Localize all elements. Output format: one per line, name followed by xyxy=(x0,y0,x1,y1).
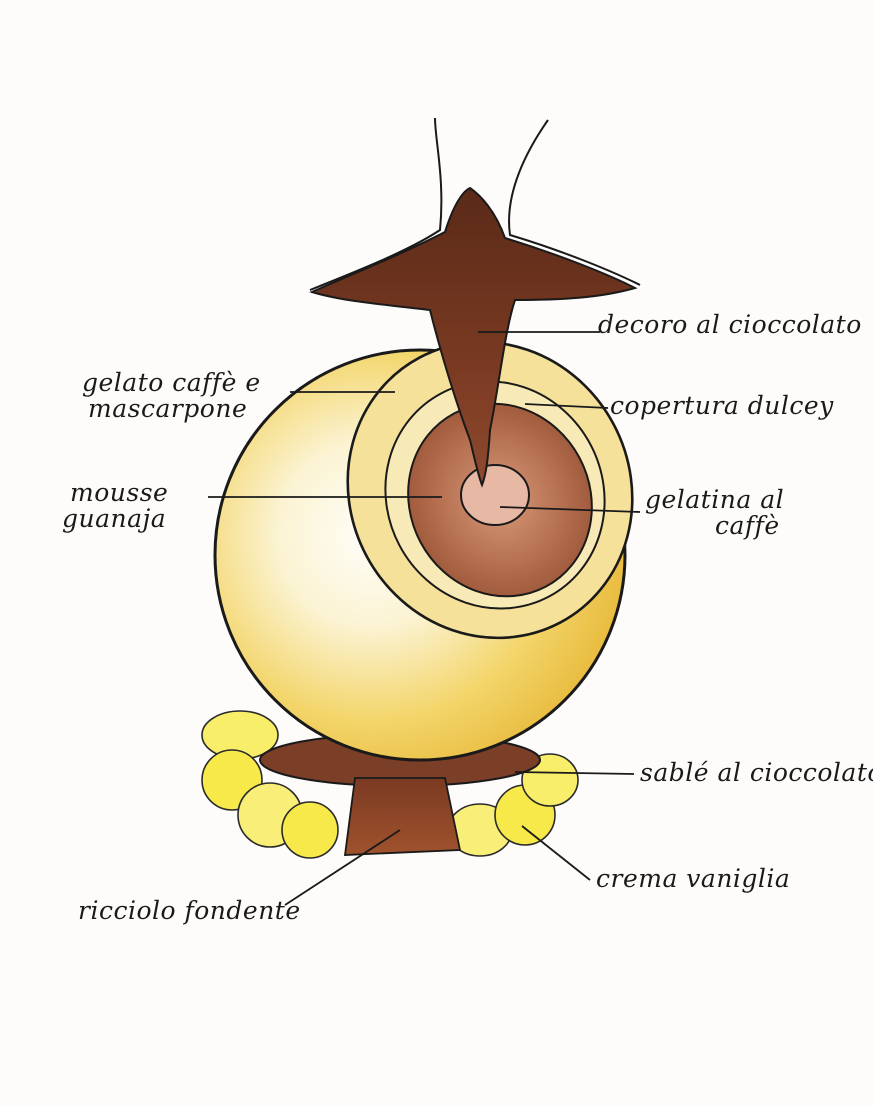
label-mousse-line-1: mousse xyxy=(62,480,168,506)
cream-blob xyxy=(282,802,338,858)
label-gelato-line-1: gelato caffè e xyxy=(82,370,261,396)
label-sable: sablé al cioccolato xyxy=(640,760,873,785)
label-ricciolo: ricciolo fondente xyxy=(78,898,301,923)
label-gelato: gelato caffè e mascarpone xyxy=(82,370,261,421)
label-copertura: copertura dulcey xyxy=(610,393,834,418)
label-gelatina: gelatina al caffè xyxy=(645,487,784,538)
ricciolo-fondente xyxy=(345,778,460,855)
label-crema: crema vaniglia xyxy=(596,866,790,891)
label-gelatina-line-2: caffè xyxy=(645,513,784,539)
leader-crema xyxy=(522,826,590,880)
label-gelatina-line-1: gelatina al xyxy=(645,487,784,513)
label-decoro: decoro al cioccolato xyxy=(598,312,862,337)
label-mousse-line-2: guanaja xyxy=(62,506,168,532)
label-gelato-line-2: mascarpone xyxy=(82,396,261,422)
label-mousse: mousse guanaja xyxy=(62,480,168,531)
